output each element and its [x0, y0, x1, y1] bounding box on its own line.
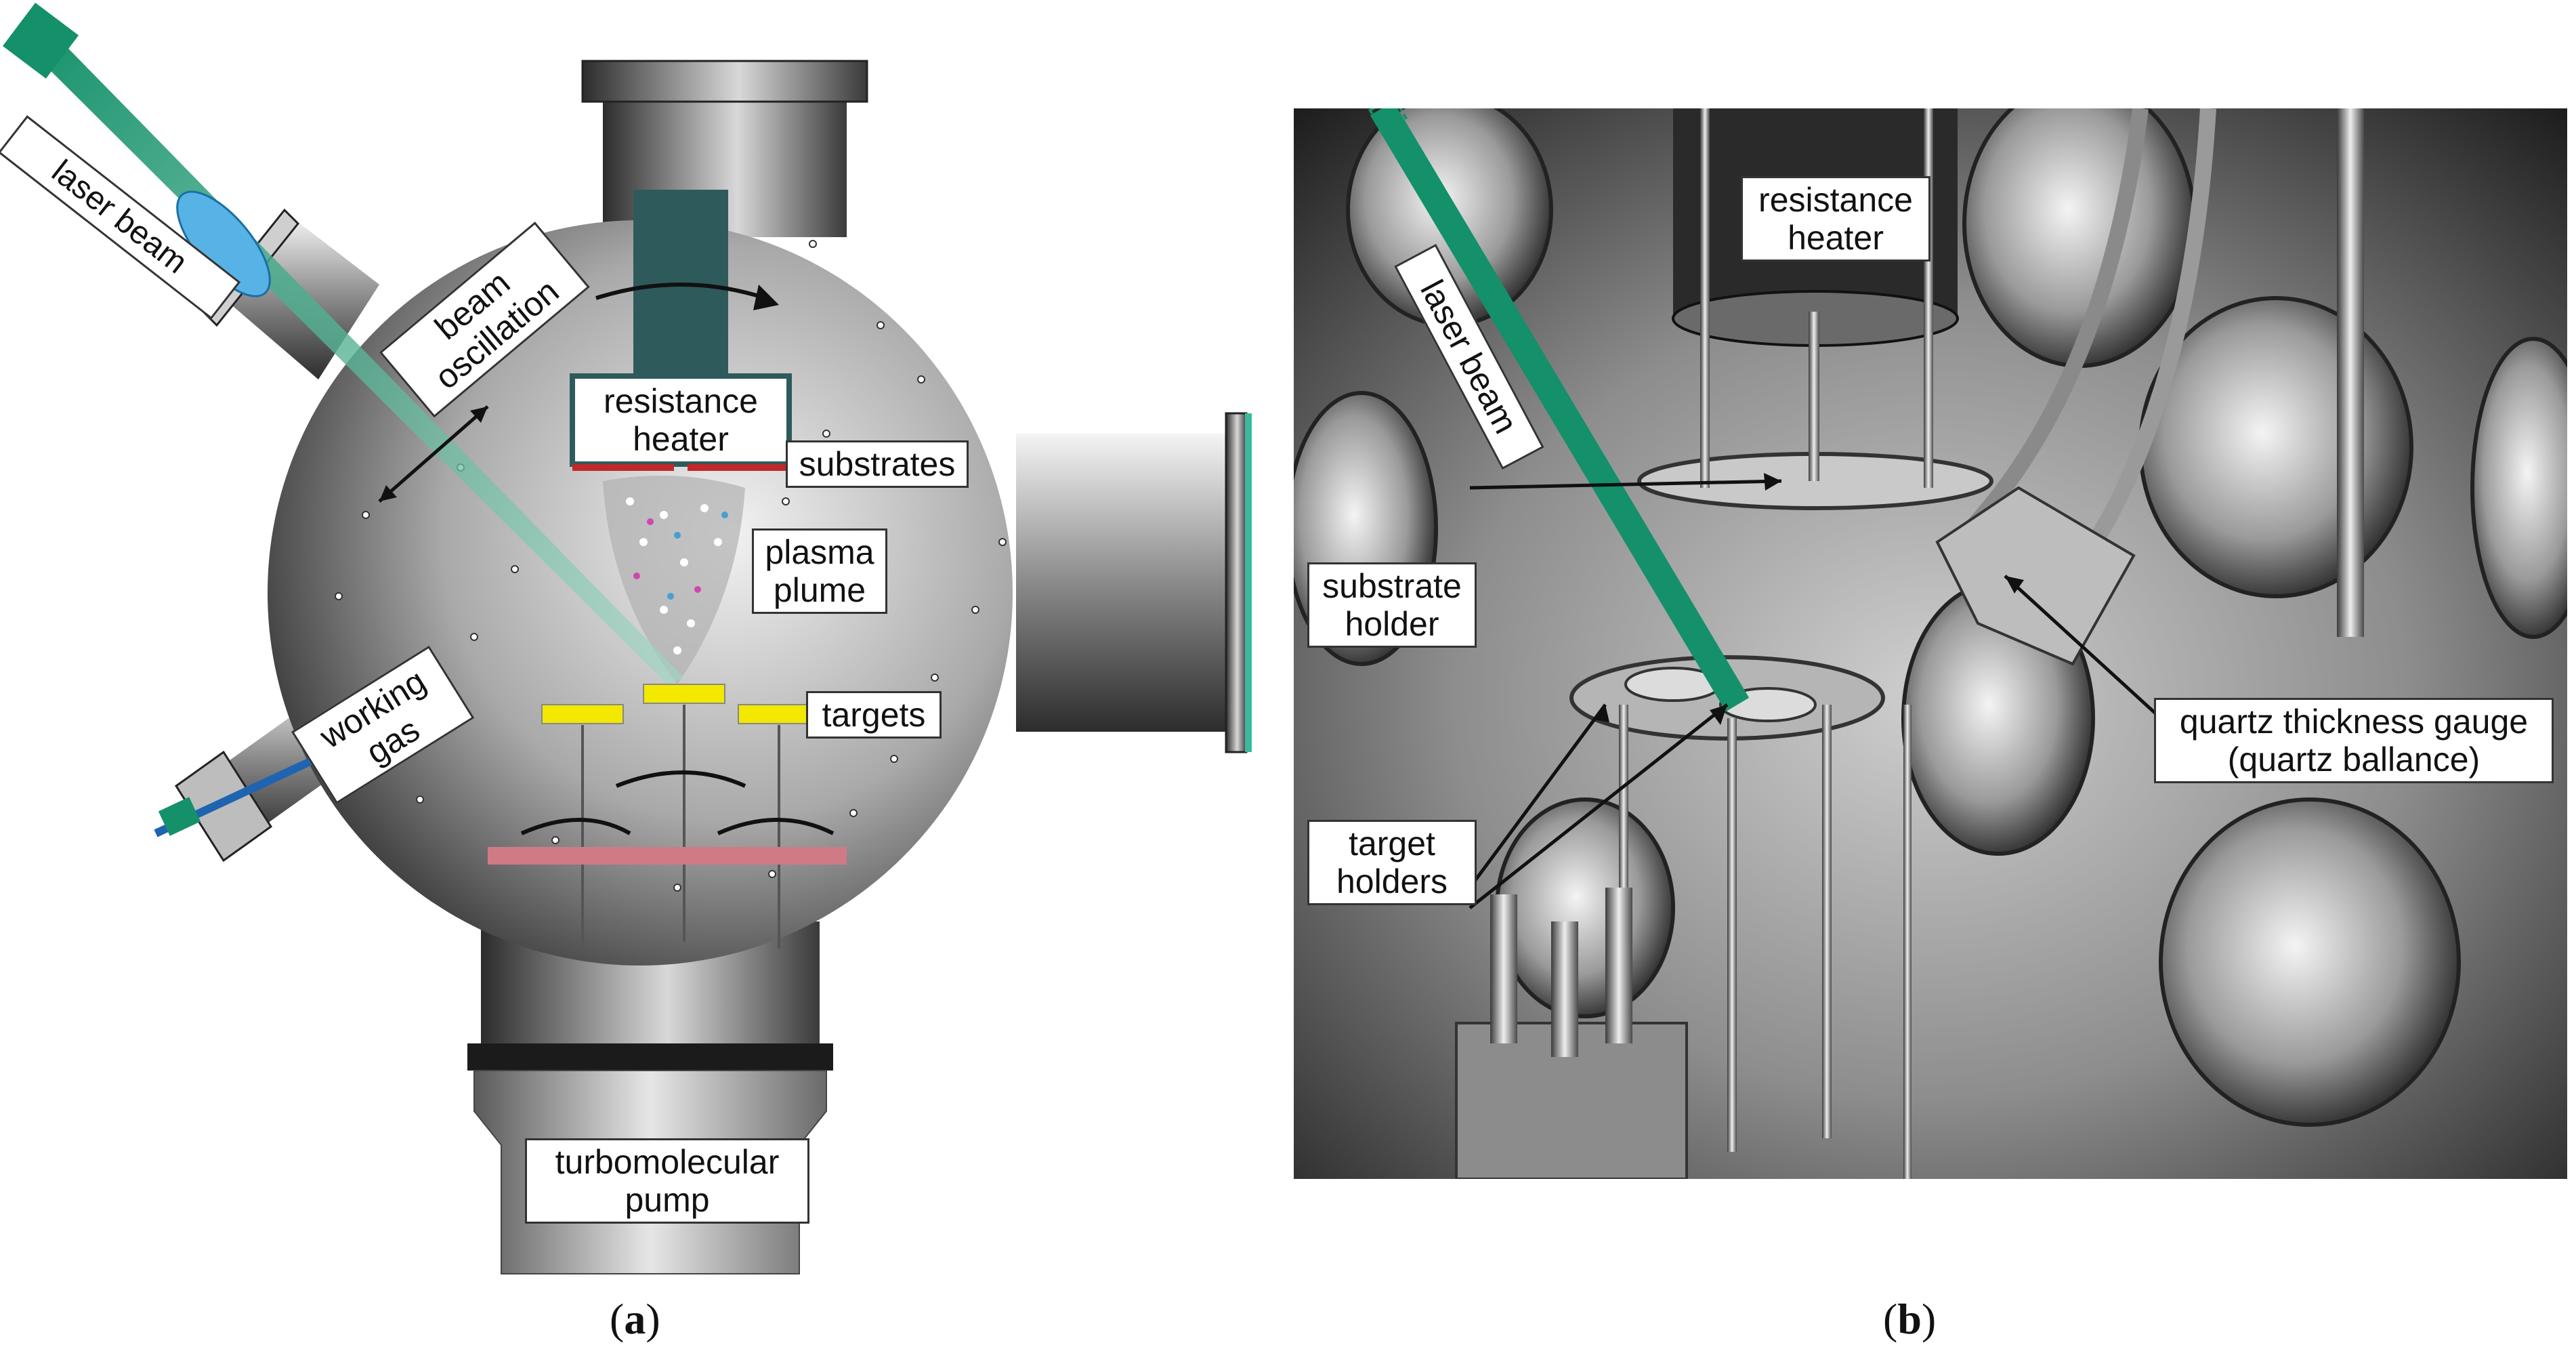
- bottom-port-flange: [467, 1043, 833, 1071]
- viewport-bottom-right: [2159, 797, 2461, 1127]
- top-port-flange: [581, 60, 868, 103]
- label-resistance-heater: resistance heater: [604, 382, 758, 458]
- plume-particles-color: [633, 518, 701, 593]
- resistance-heater-block: [570, 373, 792, 467]
- substrate-right: [688, 464, 789, 471]
- caption-a: (a): [610, 1295, 660, 1343]
- plasma-plume: [603, 476, 745, 684]
- chamber-schematic-drawing: [2, 2, 1252, 1274]
- viewport-far-right: [2470, 337, 2567, 639]
- label-resistance-heater-photo: resistance heater: [1741, 176, 1930, 262]
- plume-particles: [626, 497, 722, 655]
- target-rotation-arrows: [520, 770, 835, 835]
- right-port-tube: [1016, 434, 1246, 732]
- viewport-top-center: [1962, 108, 2197, 368]
- laser-beam-ray: [1370, 108, 1750, 712]
- heater-rotation-arrow: [595, 283, 766, 300]
- pointer-arrows: [1468, 479, 2162, 909]
- caption-b: (b): [1883, 1295, 1937, 1343]
- gauge-tubing: [1965, 108, 2149, 535]
- quartz-gauge-head: [1935, 486, 2136, 666]
- label-targets: targets: [806, 691, 942, 739]
- target-rods: [581, 705, 780, 949]
- viewport-bottom-left: [1495, 797, 1675, 1018]
- label-turbomolecular-pump: turbomolecular pump: [525, 1138, 809, 1224]
- beam-oscillation-arrow: [378, 405, 489, 503]
- target-carousel-rail: [488, 847, 847, 865]
- base-posts: [1490, 888, 1632, 1057]
- right-support-rod: [2337, 108, 2364, 637]
- right-port-window: [1245, 413, 1252, 752]
- label-plasma-plume: plasma plume: [752, 528, 887, 614]
- label-substrates: substrates: [786, 440, 969, 488]
- chamber-photo-drawing: [1294, 108, 2567, 1179]
- label-substrate-holder: substrate holder: [1307, 562, 1477, 648]
- target-left: [541, 704, 624, 724]
- label-target-holders: target holders: [1307, 820, 1477, 905]
- panel-a-chamber-schematic: laser beam beam oscillation resistance h…: [0, 0, 1260, 1370]
- right-port-flange: [1225, 412, 1248, 753]
- target-center: [643, 684, 725, 704]
- panel-b-chamber-photo: resistance heater laser beam substrate h…: [1294, 108, 2567, 1179]
- substrate-left: [572, 464, 674, 471]
- label-quartz-gauge: quartz thickness gauge (quartz ballance): [2154, 698, 2554, 783]
